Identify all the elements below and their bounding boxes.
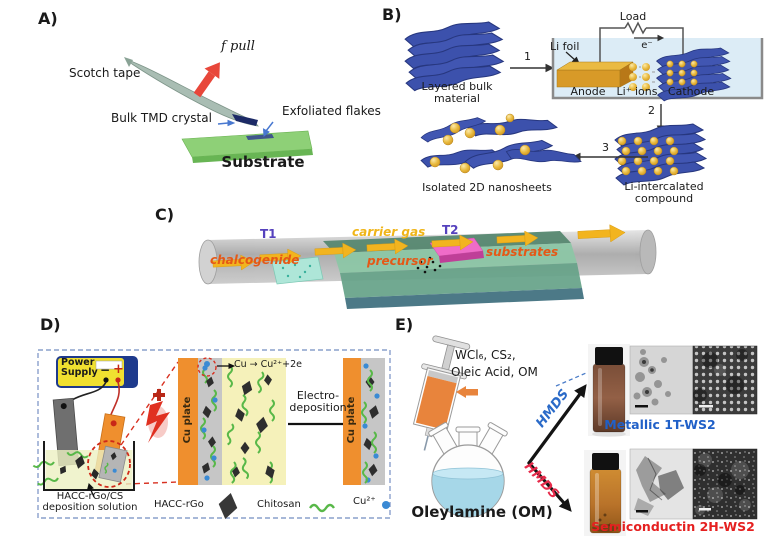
reaction-label: Cu → Cu²⁺+2e	[234, 359, 302, 370]
substrate-label: Substrate	[221, 153, 305, 171]
precursor-particles	[416, 256, 442, 274]
pointer-arrow-flakes	[262, 121, 274, 137]
terminal-minus-label: −	[100, 363, 111, 377]
pull-arrow	[193, 62, 220, 98]
li-ions	[629, 63, 655, 91]
bulk-crystal-flake	[232, 114, 258, 126]
intercalated-stack	[614, 123, 707, 186]
panel-e-label: E)	[395, 315, 414, 334]
vial-2h	[584, 450, 626, 536]
bulk-crystal-label: Bulk TMD crystal	[111, 111, 212, 125]
solution-label-1: HACC-rGo/CS	[56, 491, 124, 502]
step1-label: 1	[524, 50, 531, 63]
hmds-arrows	[527, 384, 587, 512]
vial-1t	[588, 344, 630, 437]
electron-flow-arrow	[634, 34, 665, 42]
t2-label: T2	[442, 223, 459, 237]
tem-1t-right	[692, 345, 758, 415]
power-supply	[56, 356, 138, 388]
reaction-pointer	[217, 363, 236, 369]
solution-label-2: deposition solution	[42, 502, 138, 513]
scotch-tape-label: Scotch tape	[69, 66, 141, 80]
magnified-view	[178, 357, 286, 485]
flake-on-substrate	[246, 134, 274, 140]
terminal-plus-label: +	[113, 362, 124, 377]
semiconducting-2h-label: Semiconductin 2H-WS2	[591, 519, 755, 534]
cathode-label: Cathode	[667, 85, 715, 98]
beaker	[43, 441, 135, 491]
gray-electrode	[52, 397, 80, 467]
panel-a-label: A)	[38, 9, 58, 28]
cathode-stack	[656, 47, 732, 102]
magnified-chip	[98, 445, 128, 483]
anode-label: Anode	[570, 85, 606, 98]
electrodeposition-label-2: deposition	[289, 401, 347, 414]
li-foil-label: Li foil	[550, 40, 580, 53]
isolated-nanosheets	[419, 111, 583, 176]
cu-plate-right-label: Cu plate	[345, 396, 357, 444]
pull-force-label: f pull	[221, 39, 255, 54]
substrates-label: substrates	[486, 245, 559, 259]
panel-b-art	[404, 21, 764, 186]
power-supply-label-1: Power	[61, 357, 95, 368]
chalcogenide-label: chalcogenide	[210, 253, 300, 267]
panel-d-border	[37, 349, 391, 519]
metallic-1t-label: Metallic 1T-WS2	[604, 417, 716, 432]
tem-1t-left	[629, 345, 694, 415]
step1-arrow	[510, 63, 555, 73]
spark-flash	[146, 401, 170, 443]
result-view	[343, 358, 385, 485]
legend-cu-label: Cu²⁺	[353, 496, 376, 507]
panel-a-art	[124, 57, 313, 163]
carrier-gas-label: carrier gas	[352, 225, 426, 239]
legend-cu-dot	[382, 501, 390, 509]
step3-label: 3	[602, 141, 609, 154]
oleylamine-label: Oleylamine (OM)	[411, 503, 553, 521]
cu-plate-left-label: Cu plate	[181, 396, 193, 444]
reagents-label-1: WCl₆, CS₂,	[455, 348, 516, 362]
reagent-arrow	[456, 386, 478, 398]
plus-symbol	[153, 389, 165, 401]
tem-2h-left	[629, 448, 694, 520]
chalcogenide-powder-boat	[271, 256, 324, 285]
step2-label: 2	[648, 104, 655, 117]
pointer-arrow-crystal	[217, 119, 236, 127]
intercalated-label: Li-intercalated compound	[624, 180, 704, 205]
reagents-label-2: Oleic Acid, OM	[451, 365, 538, 379]
panel-b-label: B)	[382, 5, 402, 24]
electron-label: e⁻	[641, 40, 653, 51]
panel-c-label: C)	[155, 205, 175, 224]
exfoliated-flakes-label: Exfoliated flakes	[282, 104, 381, 118]
li-ions-label: Li⁺ ions	[616, 85, 658, 98]
electrodeposition-label-1: Electro-	[296, 389, 340, 402]
layered-bulk-label: Layered bulk material	[421, 80, 493, 105]
hmds-dashed-line	[555, 366, 601, 387]
cu-ion-zoom-circle	[197, 357, 217, 377]
legend-rgo-label: HACC-rGo	[154, 499, 204, 510]
legend-chitosan-squiggle	[309, 503, 335, 513]
load-label: Load	[619, 10, 647, 23]
legend-pointer-arrow	[86, 483, 95, 498]
panel-d-art	[31, 349, 391, 521]
circuit-wire	[599, 21, 684, 63]
legend-chitosan-label: Chitosan	[257, 499, 301, 510]
legend-rgo-diamond	[215, 491, 241, 521]
nanosheets-label: Isolated 2D nanosheets	[422, 181, 552, 194]
tem-2h-right	[692, 448, 758, 520]
power-supply-label-2: Supply	[61, 367, 98, 378]
zoom-circle	[87, 440, 131, 488]
anode-li-foil	[556, 61, 634, 88]
zoom-connector-lines	[120, 361, 179, 485]
panel-c-art	[198, 223, 657, 309]
precursor-label: precursor	[367, 254, 433, 268]
red-lead-wire	[109, 381, 120, 418]
t1-label: T1	[260, 227, 277, 241]
panel-d-label: D)	[40, 315, 61, 334]
syringe	[412, 335, 471, 451]
